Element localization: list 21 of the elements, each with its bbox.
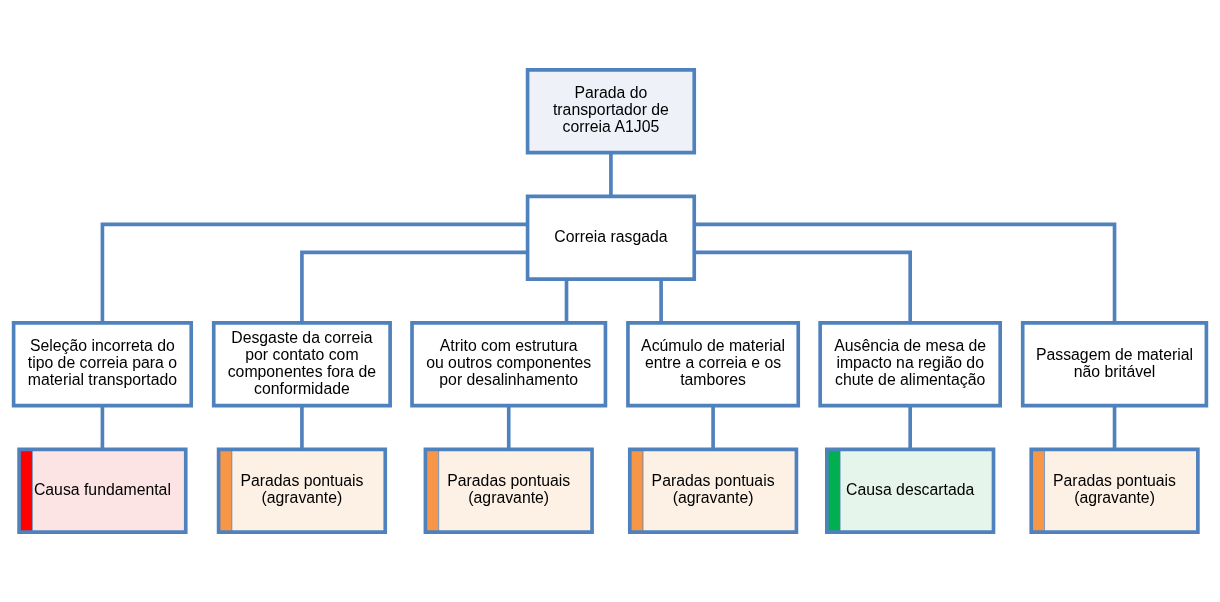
connector [711, 405, 715, 450]
connector [609, 152, 613, 197]
node-box: Passagem de material não britável [1020, 321, 1209, 408]
connector [100, 405, 105, 450]
node-box: Acúmulo de material entre a correia e os tambores [626, 321, 801, 408]
connector [506, 405, 511, 450]
node-box: Atrito com estrutura ou outros componentes por desalinhamento [410, 321, 608, 408]
connector [100, 222, 528, 323]
connector [694, 222, 1117, 323]
connector [300, 405, 304, 450]
node-box: Ausência de mesa de impacto na região do chute de alimentação [818, 321, 1002, 408]
connector [694, 250, 912, 323]
node-box: Seleção incorreta do tipo de correia para o material transportado [11, 321, 194, 408]
node-box: Correia rasgada [525, 194, 697, 281]
connector [1112, 405, 1117, 450]
node-box: Desgaste da correia por contato com componentes fora de conformidade [211, 321, 392, 408]
connector [300, 250, 528, 323]
connector [908, 405, 912, 450]
connector [564, 279, 569, 323]
node-box: Parada do transportador de correia A1J05 [525, 68, 697, 155]
connector [659, 279, 663, 323]
